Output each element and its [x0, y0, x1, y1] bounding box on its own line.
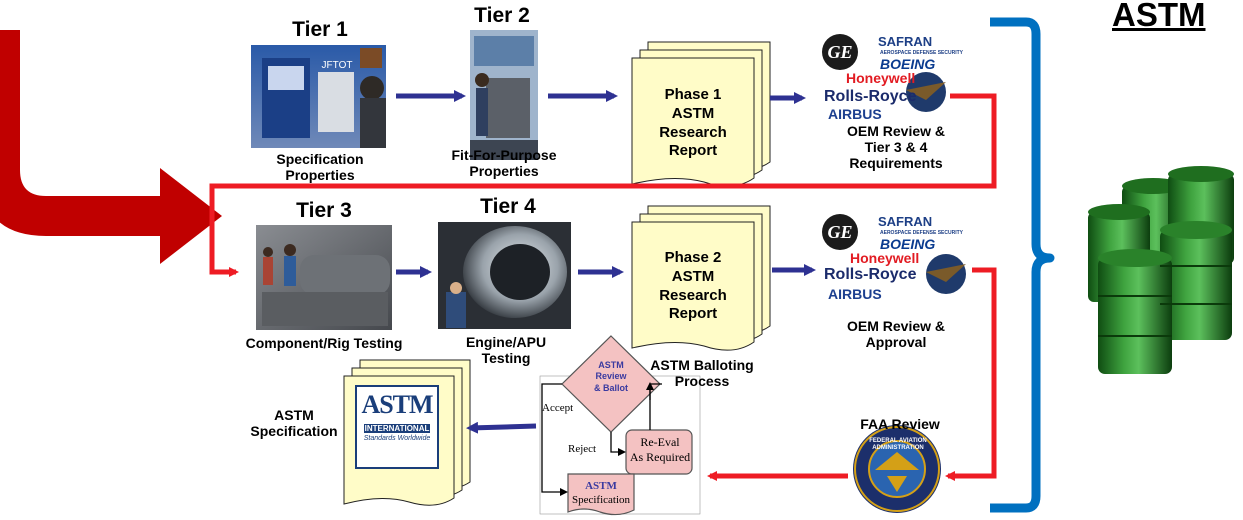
- page-title: ASTM: [1112, 0, 1206, 33]
- tier2-photo: [470, 30, 538, 160]
- blue-bracket: [990, 17, 1055, 513]
- tier4-photo: [438, 222, 571, 329]
- honeywell-logo: Honeywell: [846, 70, 916, 86]
- safran-logo-2: SAFRAN: [878, 214, 933, 229]
- astm-logo-icon: ASTM INTERNATIONAL Standards Worldwide: [361, 390, 433, 442]
- tier1-photo: [251, 45, 386, 148]
- safran-tagline: AEROSPACE DEFENSE SECURITY: [880, 50, 963, 56]
- airbus-logo-2: AIRBUS: [828, 286, 882, 302]
- ge-logo-icon-2: GE: [822, 214, 858, 250]
- connector-oem-to-faa: [945, 267, 997, 481]
- tier1-title: Tier 1: [292, 18, 348, 41]
- faa-review-label: FAA Review: [860, 416, 940, 432]
- airbus-logo: AIRBUS: [828, 106, 882, 122]
- tier1-photo-tag: JFTOT: [321, 60, 353, 71]
- connector-row1-to-row2: [209, 93, 997, 277]
- faa-seal-icon: [853, 425, 941, 513]
- pw-eagle-icon-2: [926, 254, 966, 294]
- pw-eagle-icon: [906, 72, 946, 112]
- tier3-caption: Component/Rig Testing: [245, 335, 403, 351]
- rolls-royce-logo: Rolls-Royce: [824, 88, 917, 105]
- safran-tagline-2: AEROSPACE DEFENSE SECURITY: [880, 230, 963, 236]
- faa-seal-text: FEDERAL AVIATION ADMINISTRATION: [869, 438, 927, 451]
- fuel-barrels-icon: [1088, 166, 1234, 374]
- boeing-logo: BOEING: [880, 56, 936, 72]
- phase2-report-stack: [631, 205, 771, 351]
- spec-box: [567, 473, 635, 516]
- rolls-royce-logo-2: Rolls-Royce: [824, 266, 917, 283]
- tier3-photo: [256, 225, 392, 330]
- safran-logo: SAFRAN: [878, 34, 933, 49]
- tier4-title: Tier 4: [480, 195, 536, 218]
- phase1-report-stack: [631, 41, 771, 187]
- tier2-title: Tier 2: [474, 4, 530, 27]
- ballot-process-chart: [539, 335, 701, 516]
- arrow-ballot-to-spec: [466, 421, 537, 434]
- oem-review-2-label: OEM Review &Approval: [846, 318, 946, 351]
- entry-curved-arrow: [0, 30, 222, 264]
- tier3-title: Tier 3: [296, 199, 352, 222]
- accept-label: Accept: [542, 402, 574, 414]
- reeval-box: [625, 429, 693, 475]
- honeywell-logo-2: Honeywell: [850, 250, 920, 266]
- boeing-logo-2: BOEING: [880, 236, 936, 252]
- ge-logo-icon: GE: [822, 34, 858, 70]
- reject-label: Reject: [568, 443, 597, 455]
